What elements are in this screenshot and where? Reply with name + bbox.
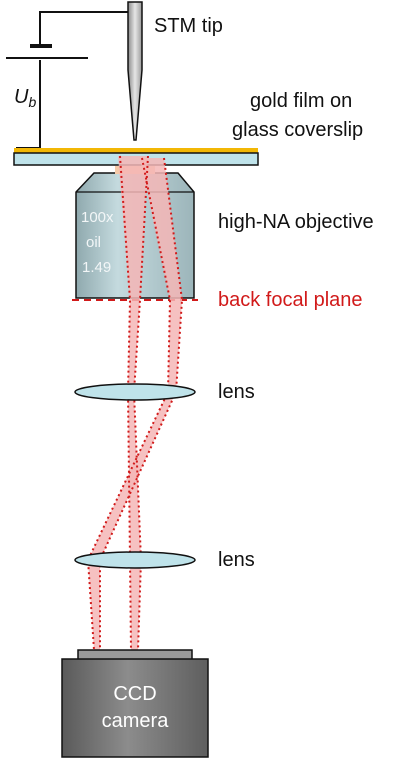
beam-axial [118,156,148,650]
lens-bottom-icon [74,551,196,569]
lens-top-icon [74,383,196,401]
gold-film-label-line1: gold film on [250,90,352,112]
gold-film-label-line2: glass coverslip [232,119,363,141]
objective-na: 1.49 [82,259,111,276]
ccd-camera-icon [61,649,209,758]
lens-top-label: lens [218,381,255,403]
back-focal-plane-label: back focal plane [218,289,363,311]
lens-bottom-label: lens [218,549,255,571]
bias-circuit [16,11,130,149]
voltage-label: Ub [14,86,36,110]
objective-medium: oil [86,234,101,251]
camera-label-line2: camera [102,710,170,732]
stm-tip-label: STM tip [154,15,223,37]
objective-label: high-NA objective [218,211,374,233]
camera-label-line1: CCD [113,683,156,705]
battery-icon [6,44,88,59]
beam-oblique [88,158,182,650]
stm-tip-icon [127,1,143,141]
objective-magnification: 100x [81,209,114,226]
